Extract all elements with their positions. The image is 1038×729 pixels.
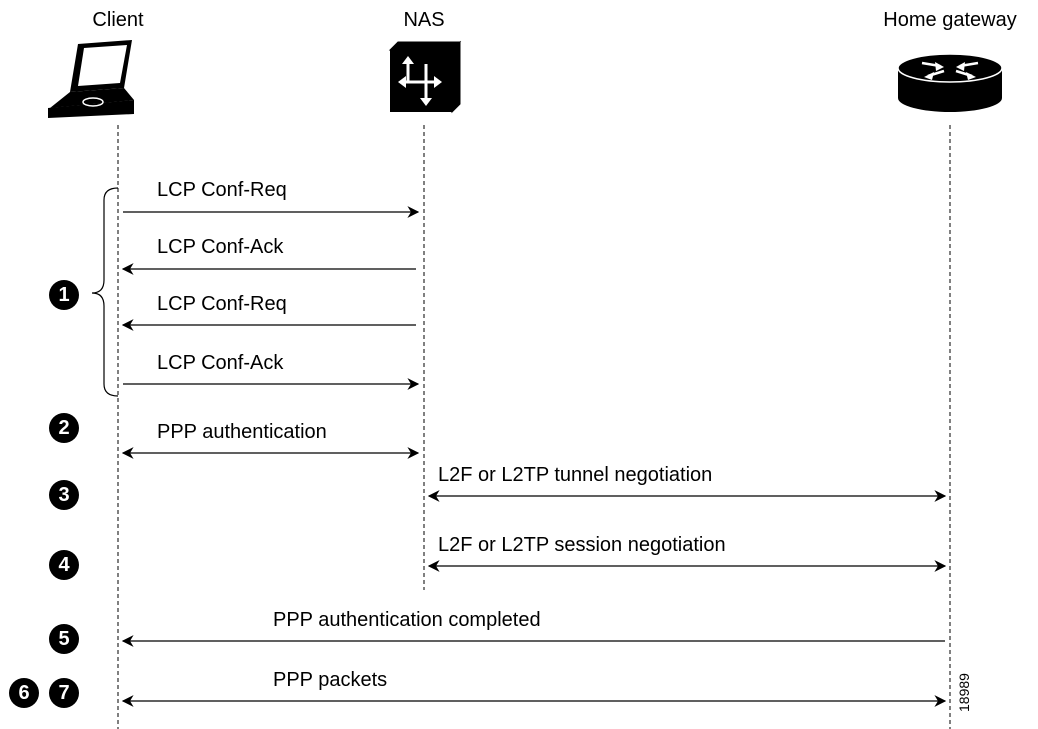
step-badge-1: 1: [49, 280, 79, 310]
msg8-label: PPP authentication completed: [273, 609, 541, 631]
msg5-label: PPP authentication: [157, 421, 327, 443]
home-gateway-label: Home gateway: [883, 9, 1017, 31]
step1-brace: [91, 187, 119, 397]
nas-label: NAS: [403, 9, 445, 31]
nas-switch-icon: [388, 40, 462, 114]
msg6-label: L2F or L2TP tunnel negotiation: [438, 464, 713, 486]
client-label: Client: [92, 9, 144, 31]
step-badge-7: 7: [49, 678, 79, 708]
router-icon: [897, 53, 1003, 112]
msg9-label: PPP packets: [273, 669, 388, 691]
step-badge-3: 3: [49, 480, 79, 510]
step-badge-2: 2: [49, 413, 79, 443]
msg1-label: LCP Conf-Req: [157, 179, 287, 201]
msg3-label: LCP Conf-Req: [157, 293, 287, 315]
msg4-label: LCP Conf-Ack: [157, 352, 284, 374]
step-badge-5: 5: [49, 624, 79, 654]
laptop-icon: [48, 40, 134, 118]
step-badge-4: 4: [49, 550, 79, 580]
msg2-label: LCP Conf-Ack: [157, 236, 284, 258]
step-badge-6: 6: [9, 678, 39, 708]
msg7-label: L2F or L2TP session negotiation: [438, 534, 726, 556]
figure-id: 18989: [956, 673, 972, 712]
